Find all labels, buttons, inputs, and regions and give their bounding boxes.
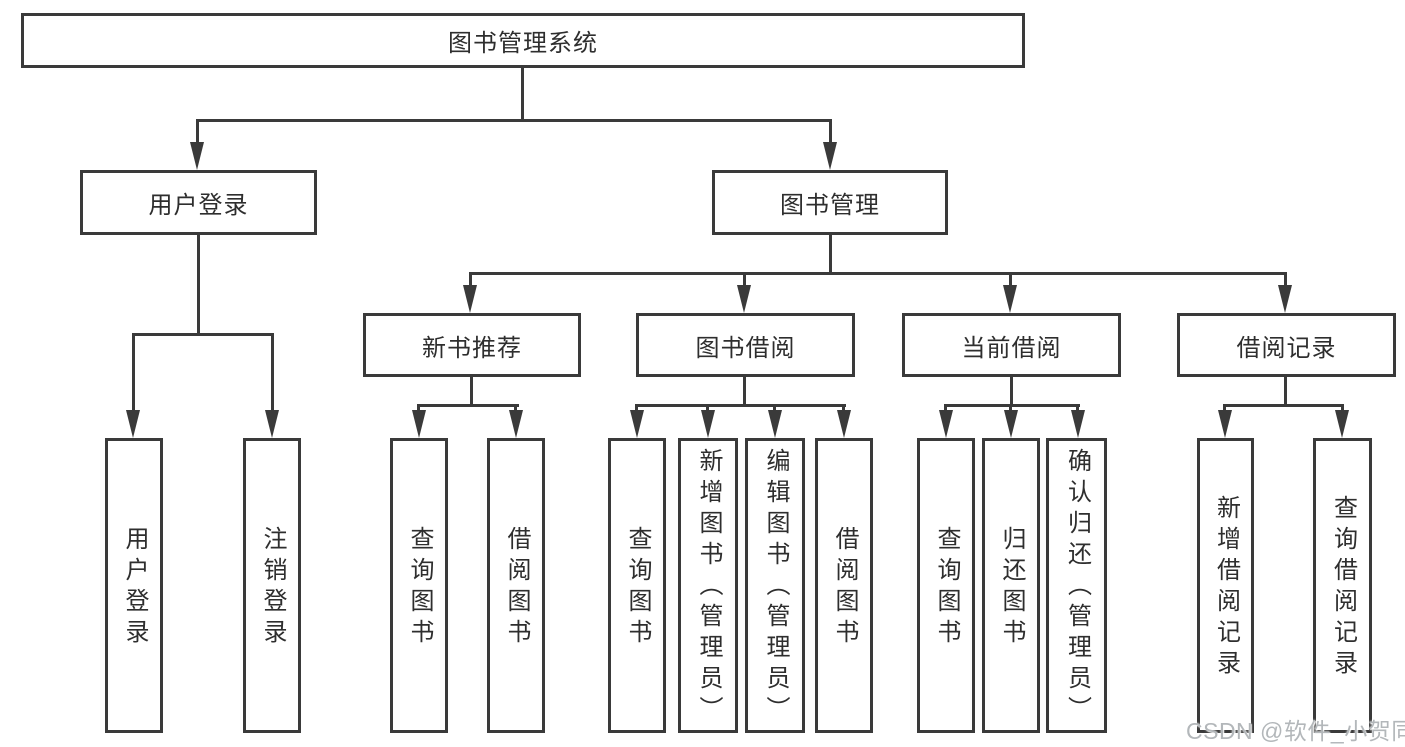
connector-book-borrow-vertical	[743, 377, 746, 407]
connector-borrow-records-horizontal	[1223, 404, 1344, 407]
connector-book-mgmt-stem	[469, 272, 472, 290]
arrow-down-icon	[265, 410, 279, 438]
leaf-add-borrow-record: 新增借阅记录	[1197, 438, 1254, 733]
node-label: 图书管理系统	[448, 30, 598, 57]
connector-root-right-stem	[829, 119, 832, 147]
arrow-down-icon	[823, 142, 837, 170]
csdn-watermark: CSDN @软件_小贺同学	[1186, 718, 1405, 744]
arrow-down-icon	[509, 410, 523, 438]
arrow-down-icon	[1335, 410, 1349, 438]
node-label: 借阅图书	[831, 525, 858, 650]
connector-book-mgmt-stem	[1009, 272, 1012, 290]
node-label: 用户登录	[121, 525, 148, 650]
connector-new-books-horizontal	[417, 404, 519, 407]
arrow-down-icon	[701, 410, 715, 438]
connector-user-login-horizontal	[132, 333, 274, 336]
leaf-logout: 注销登录	[243, 438, 301, 733]
connector-borrow-records-vertical	[1284, 377, 1287, 407]
connector-root-left-stem	[196, 119, 199, 147]
arrow-down-icon	[1004, 410, 1018, 438]
leaf-query-books: 查询图书	[608, 438, 666, 733]
connector-user-login-stem	[132, 333, 135, 415]
leaf-borrow-books: 借阅图书	[815, 438, 873, 733]
node-borrow-records: 借阅记录	[1177, 313, 1396, 377]
node-user-login: 用户登录	[80, 170, 317, 235]
connector-book-mgmt-vertical	[829, 235, 832, 275]
node-label: 查询借阅记录	[1329, 494, 1357, 681]
connector-root-horizontal	[196, 119, 832, 122]
node-label: 查询图书	[406, 525, 433, 650]
leaf-edit-books-admin: 编辑图书（管理员）	[745, 438, 805, 733]
node-label: 当前借阅	[961, 334, 1062, 362]
arrow-down-icon	[737, 285, 751, 313]
node-label: 借阅图书	[503, 525, 530, 650]
arrow-down-icon	[126, 410, 140, 438]
arrow-down-icon	[939, 410, 953, 438]
leaf-query-borrow-record: 查询借阅记录	[1313, 438, 1372, 733]
arrow-down-icon	[463, 285, 477, 313]
node-label: 图书借阅	[695, 334, 796, 362]
leaf-confirm-return-admin: 确认归还（管理员）	[1046, 438, 1107, 733]
leaf-user-login: 用户登录	[105, 438, 163, 733]
node-label: 编辑图书（管理员）	[762, 448, 789, 727]
node-label: 查询图书	[933, 525, 960, 650]
leaf-add-books-admin: 新增图书（管理员）	[678, 438, 738, 733]
node-label: 注销登录	[259, 525, 286, 650]
node-label: 新书推荐	[422, 334, 522, 362]
connector-root-vertical	[521, 68, 524, 122]
arrow-down-icon	[1071, 410, 1085, 438]
node-book-management: 图书管理	[712, 170, 948, 235]
connector-new-books-vertical	[470, 377, 473, 407]
leaf-query-books: 查询图书	[390, 438, 448, 733]
connector-book-mgmt-stem	[1284, 272, 1287, 290]
connector-book-mgmt-horizontal	[469, 272, 1287, 275]
node-label: 用户登录	[148, 192, 249, 219]
connector-user-login-stem	[271, 333, 274, 415]
node-label: 确认归还（管理员）	[1063, 448, 1091, 727]
arrow-down-icon	[837, 410, 851, 438]
node-label: 借阅记录	[1236, 334, 1337, 362]
arrow-down-icon	[768, 410, 782, 438]
arrow-down-icon	[190, 142, 204, 170]
node-current-borrow: 当前借阅	[902, 313, 1121, 377]
node-label: 新增借阅记录	[1212, 494, 1240, 681]
arrow-down-icon	[1278, 285, 1292, 313]
connector-book-mgmt-stem	[743, 272, 746, 290]
node-label: 图书管理	[780, 192, 880, 219]
node-label: 新增图书（管理员）	[695, 448, 722, 727]
arrow-down-icon	[1218, 410, 1232, 438]
node-label: 查询图书	[624, 525, 651, 650]
node-book-borrow: 图书借阅	[636, 313, 855, 377]
connector-book-borrow-horizontal	[635, 404, 846, 407]
leaf-borrow-books: 借阅图书	[487, 438, 545, 733]
connector-user-login-vertical	[197, 235, 200, 336]
arrow-down-icon	[412, 410, 426, 438]
arrow-down-icon	[1003, 285, 1017, 313]
connector-current-borrow-vertical	[1010, 377, 1013, 407]
node-root-system: 图书管理系统	[21, 13, 1025, 68]
node-new-book-recommend: 新书推荐	[363, 313, 581, 377]
leaf-return-books: 归还图书	[982, 438, 1040, 733]
leaf-query-books: 查询图书	[917, 438, 975, 733]
connector-current-borrow-horizontal	[944, 404, 1080, 407]
arrow-down-icon	[630, 410, 644, 438]
node-label: 归还图书	[998, 525, 1025, 650]
